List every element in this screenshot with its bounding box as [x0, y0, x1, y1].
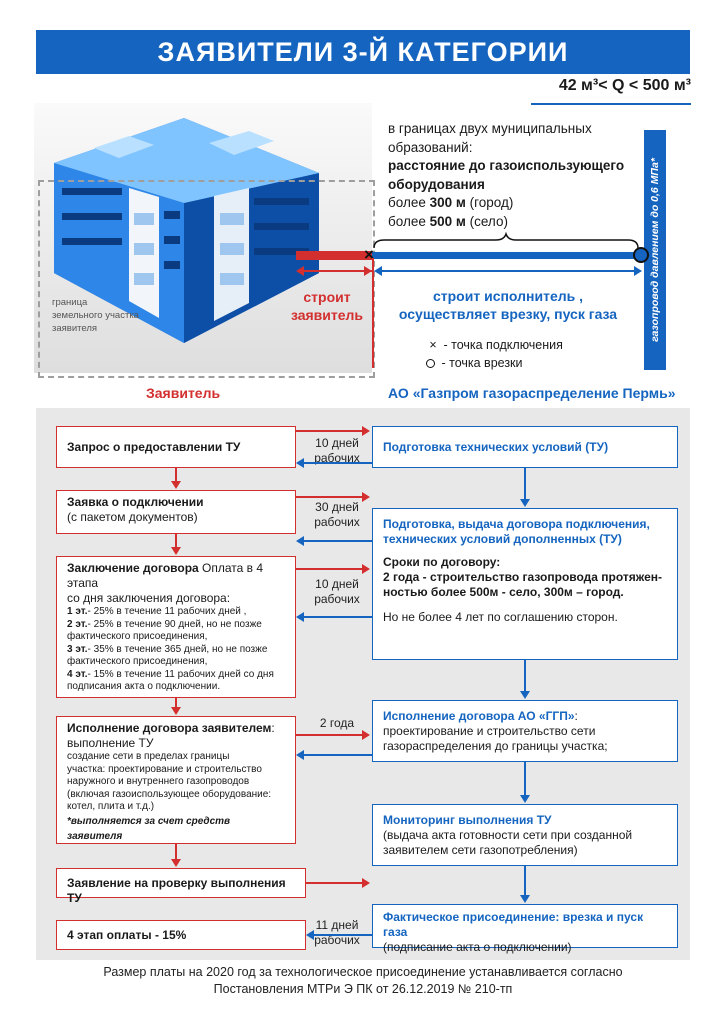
arrow-left-icon: [374, 266, 382, 276]
arrow-right-icon: [362, 564, 370, 574]
step-contract-conclusion: Заключение договора Оплата в 4 этапа со …: [56, 556, 296, 698]
distance-village: более 500 м (село): [388, 213, 508, 229]
step-contract-issue: Подготовка, выдача договора подключения,…: [372, 508, 678, 660]
arrow-left-icon: [296, 536, 304, 546]
pipeline-label: газопровод давлением до 0,6 МПа*: [649, 158, 661, 342]
land-plot-note: граница земельного участка заявителя: [52, 297, 139, 334]
executor-builds-label: строит исполнитель , осуществляет врезку…: [398, 288, 618, 322]
cross-icon: ×: [429, 338, 437, 352]
executor-span-arrow: [378, 270, 640, 272]
duration-label: 2 года: [319, 716, 355, 730]
arrow-down-icon: [520, 499, 530, 507]
arrow-down-icon: [171, 859, 181, 867]
step-verification-request: Заявление на проверку выполнения ТУ: [56, 868, 306, 905]
arrow-right-icon: [364, 266, 372, 276]
applicant-pipe: [296, 251, 372, 260]
distance-brace: [373, 232, 639, 249]
arrow-down-icon: [171, 481, 181, 489]
legend: × - точка подключения - точка врезки: [426, 336, 563, 372]
tap-point-icon: [633, 247, 649, 263]
responsibility-divider: [372, 258, 374, 368]
arrow-right-icon: [634, 266, 642, 276]
step-tu-request: Запрос о предоставлении ТУ: [56, 426, 296, 468]
step-applicant-execution: Исполнение договора заявителем: выполнен…: [56, 716, 296, 844]
arrow-down-icon: [520, 691, 530, 699]
applicant-party: Заявитель: [146, 385, 221, 401]
arrow-left-icon: [306, 930, 314, 940]
arrow-right-icon: [362, 730, 370, 740]
payment-stages: 1 эт.- 25% в течение 11 рабочих дней , 2…: [67, 606, 274, 692]
arrow-right-icon: [362, 492, 370, 502]
step-monitoring: Мониторинг выполнения ТУ (выдача акта го…: [372, 804, 678, 866]
step-connection-application: Заявка о подключении (с пакетом документ…: [56, 490, 296, 534]
arrow-left-icon: [296, 612, 304, 622]
distance-city: более 300 м (город): [388, 195, 514, 210]
page-title: ЗАЯВИТЕЛИ 3-Й КАТЕГОРИИ: [36, 30, 690, 74]
land-plot-boundary: [38, 180, 375, 378]
formula-underline: [531, 103, 691, 105]
arrow-down-icon: [520, 795, 530, 803]
utility-party: АО «Газпром газораспределение Пермь»: [388, 385, 676, 401]
executor-pipe: [372, 252, 640, 259]
arrow-left-icon: [296, 458, 304, 468]
consumption-range: 42 м³< Q < 500 м³: [558, 77, 691, 94]
connection-point-icon: ×: [364, 245, 374, 264]
arrow-down-icon: [520, 895, 530, 903]
main-gas-pipeline: [644, 130, 666, 370]
step-tu-preparation: Подготовка технических условий (ТУ): [372, 426, 678, 468]
building-scene: [34, 103, 372, 373]
legend-tap: - точка врезки: [426, 354, 563, 372]
step-actual-connection: Фактическое присоединение: врезка и пуск…: [372, 904, 678, 954]
step-final-payment: 4 этап оплаты - 15%: [56, 920, 306, 950]
arrow-left-icon: [296, 750, 304, 760]
footer-note: Размер платы на 2020 год за технологичес…: [103, 965, 623, 996]
step-ggp-execution: Исполнение договора АО «ГГП»: проектиров…: [372, 700, 678, 762]
legend-connection: × - точка подключения: [426, 336, 563, 354]
applicant-span-arrow: [300, 270, 372, 272]
distance-info: в границах двух муниципальных образовани…: [388, 120, 624, 231]
circle-icon: [426, 359, 435, 369]
arrow-left-icon: [296, 266, 304, 276]
building-illustration: [54, 118, 319, 343]
arrow-down-icon: [171, 707, 181, 715]
arrow-down-icon: [171, 547, 181, 555]
arrow-right-icon: [362, 878, 370, 888]
applicant-builds-label: строит заявитель: [290, 289, 364, 323]
arrow-right-icon: [362, 426, 370, 436]
